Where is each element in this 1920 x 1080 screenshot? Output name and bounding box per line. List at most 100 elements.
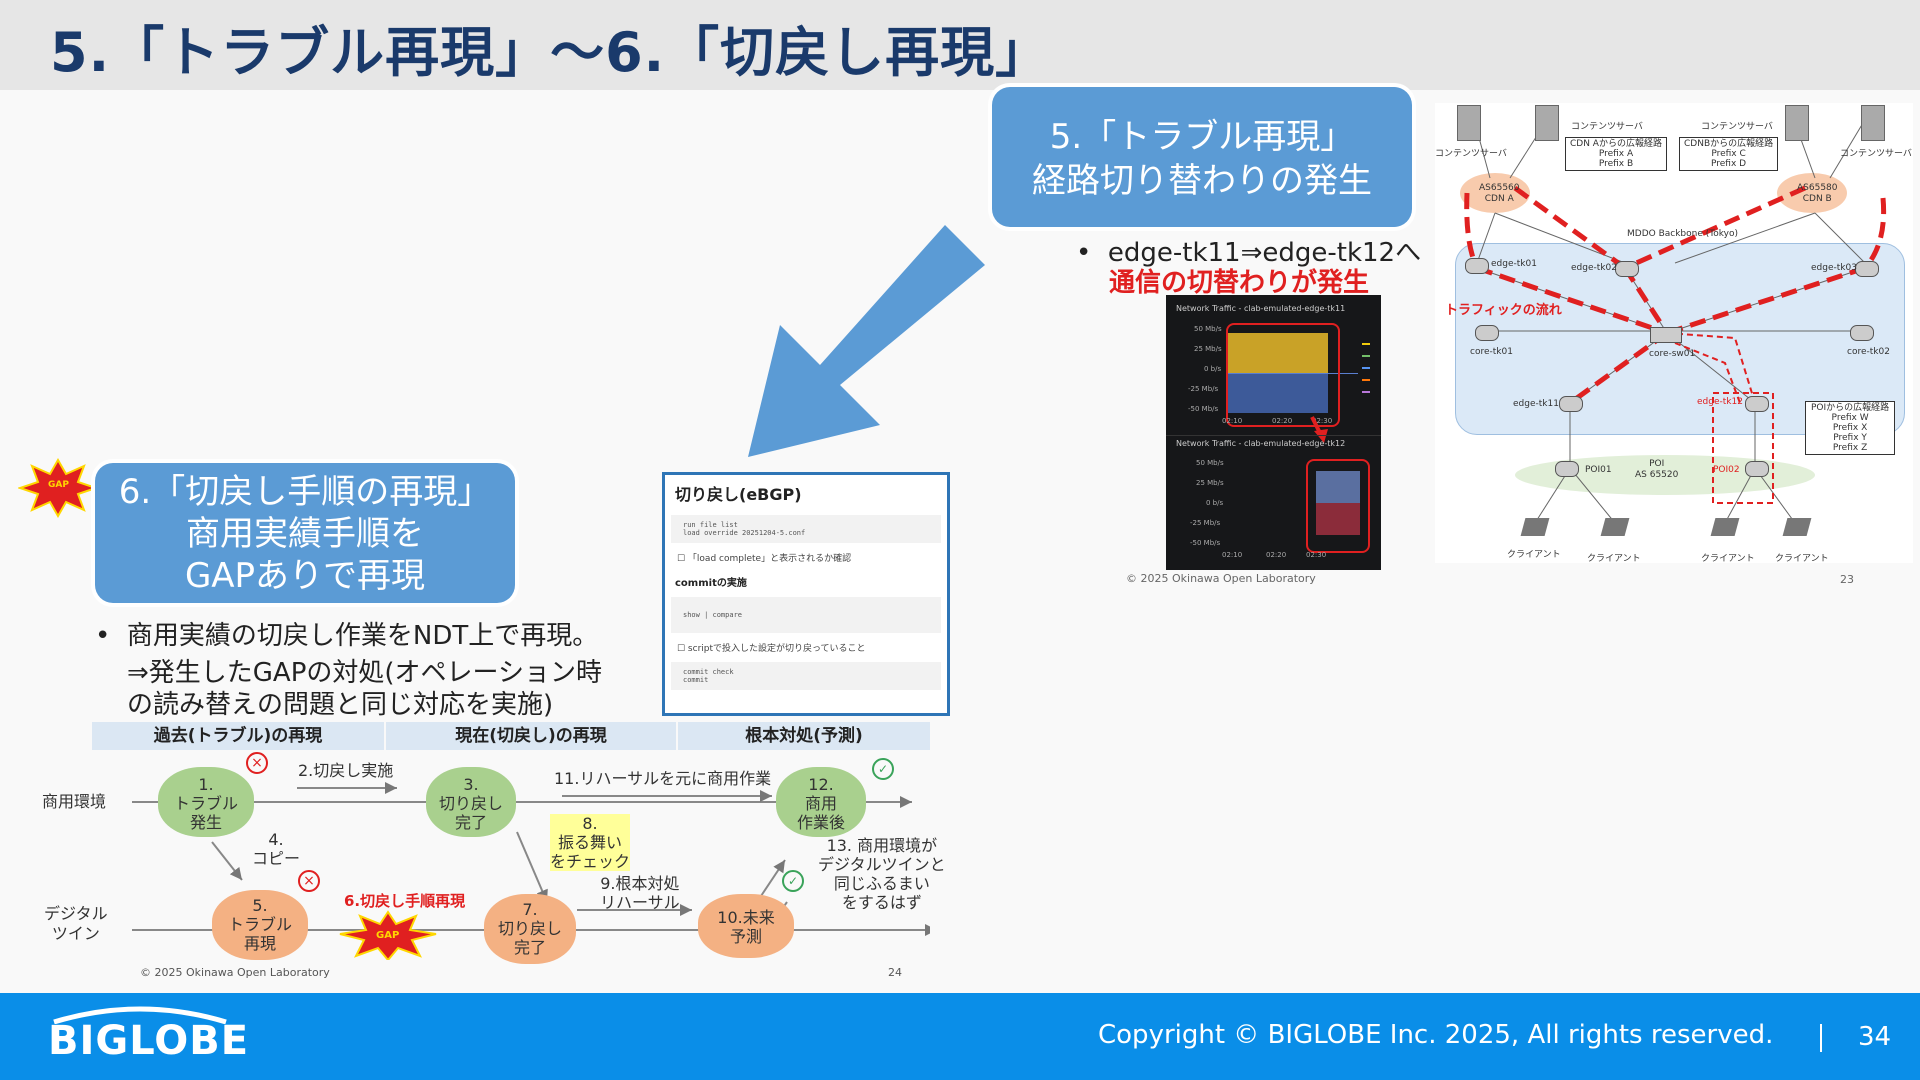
core-tk01-label: core-tk01 — [1470, 347, 1513, 357]
step-line: コピー — [252, 849, 300, 868]
chart2-highlight — [1306, 459, 1370, 553]
node-10-future-prediction: 10.未来予測 — [698, 894, 794, 958]
node-line: 作業後 — [776, 813, 866, 832]
callout-6-line3: GAPありで再現 — [95, 555, 515, 597]
chart2-ytick: -50 Mb/s — [1190, 539, 1220, 547]
chart1-legend — [1362, 343, 1370, 423]
poi-name: POI — [1635, 459, 1678, 470]
commit-heading: commitの実施 — [665, 572, 947, 597]
code-line: load override 20251204-5.conf — [683, 529, 929, 537]
node-line: 完了 — [426, 813, 516, 832]
client-label: クライアント — [1587, 551, 1641, 564]
flow-copyright: © 2025 Okinawa Open Laboratory — [140, 966, 330, 979]
traffic-copyright: © 2025 Okinawa Open Laboratory — [1126, 572, 1316, 585]
chart2-ytick: 50 Mb/s — [1196, 459, 1224, 467]
bullet-dot: • — [95, 621, 127, 651]
bullet-6-line3: の読み替えの問題と同じ対応を実施) — [127, 684, 553, 721]
chart-divider — [1166, 435, 1381, 436]
step-6: 6.切戻し手順再現 — [344, 890, 465, 911]
node-line: 完了 — [484, 938, 576, 957]
node-line: 切り戻し — [484, 919, 576, 938]
bullet-6: • 商用実績の切戻し作業をNDT上で再現。 — [95, 615, 598, 652]
cdn-b-label: AS65580CDN B — [1797, 183, 1838, 205]
chart1-xtick: 02:20 — [1272, 417, 1292, 425]
checklist-item[interactable]: ☐ 「load complete」と表示されるか確認 — [665, 543, 947, 572]
node-line: トラブル — [212, 915, 308, 934]
step-line: 振る舞い — [550, 833, 630, 852]
chart1-title: Network Traffic - clab-emulated-edge-tk1… — [1176, 304, 1345, 313]
code-block: run file list load override 20251204-5.c… — [671, 515, 941, 543]
edge-tk01-label: edge-tk01 — [1491, 259, 1537, 269]
switch-icon — [1650, 327, 1682, 343]
node-line: 予測 — [698, 927, 794, 946]
chart2-xtick: 02:30 — [1306, 551, 1326, 559]
rollback-title: 切り戻し(eBGP) — [665, 475, 947, 515]
chart2-ytick: 25 Mb/s — [1196, 479, 1224, 487]
rollback-procedure-card: 切り戻し(eBGP) run file list load override 2… — [662, 472, 950, 716]
step-8: 8.振る舞いをチェック — [550, 814, 630, 871]
traffic-charts-panel: Network Traffic - clab-emulated-edge-tk1… — [1166, 295, 1381, 570]
prefix: Prefix Y — [1811, 433, 1889, 443]
flow-page-number: 24 — [888, 966, 902, 979]
server-icon — [1861, 105, 1885, 141]
chart2-ytick: -25 Mb/s — [1190, 519, 1220, 527]
page-title: 5.「トラブル再現」〜6.「切戻し再現」 — [50, 8, 1050, 87]
backbone-label: MDDO Backbone (Tokyo) — [1627, 229, 1738, 239]
bullet-6-line1: 商用実績の切戻し作業をNDT上で再現。 — [127, 621, 598, 651]
as-number: AS65560 — [1479, 183, 1520, 194]
page-number: 34 — [1858, 1022, 1891, 1052]
node-line: 商用 — [776, 794, 866, 813]
check-icon: ✓ — [782, 870, 804, 892]
server-icon — [1535, 105, 1559, 141]
biglobe-logo: BIGLOBE — [48, 1018, 249, 1064]
node-line: 7. — [484, 900, 576, 919]
prefix: Prefix W — [1811, 413, 1889, 423]
edge-tk11-label: edge-tk11 — [1513, 399, 1559, 409]
router-icon — [1615, 261, 1639, 277]
chart1-ytick: 0 b/s — [1204, 365, 1221, 373]
node-line: 5. — [212, 896, 308, 915]
step-line: をするはず — [818, 893, 946, 912]
server-icon — [1785, 105, 1809, 141]
callout-rollback-reproduction: 6.「切戻し手順の再現」 商用実績手順を GAPありで再現 — [95, 463, 515, 603]
flow-diagram: 過去(トラブル)の再現 現在(切戻し)の再現 根本対処(予測) 商用環境 デジタ… — [92, 722, 930, 984]
code-line: commit — [683, 676, 929, 684]
prefix: Prefix D — [1684, 159, 1773, 169]
checklist-item[interactable]: ☐ scriptで投入した設定が切り戻っていること — [665, 633, 947, 662]
node-line: 3. — [426, 775, 516, 794]
step-line: 4. — [252, 830, 300, 849]
callout-5-line2: 経路切り替わりの発生 — [992, 159, 1412, 203]
chart2-xtick: 02:20 — [1266, 551, 1286, 559]
row-label-line: デジタル — [44, 904, 108, 924]
poi-route-title: POIからの広報経路 — [1811, 403, 1889, 413]
router-icon — [1475, 325, 1499, 341]
step-line: デジタルツインと — [818, 855, 946, 874]
poi-route-box: POIからの広報経路Prefix WPrefix XPrefix YPrefix… — [1805, 401, 1895, 455]
gap-badge-label: GAP — [376, 930, 399, 941]
gap-badge-label: GAP — [48, 480, 69, 490]
edge-tk03-label: edge-tk03 — [1811, 263, 1857, 273]
bullet-dot: • — [1076, 238, 1108, 268]
code-block: commit check commit — [671, 662, 941, 690]
chart1-ytick: 50 Mb/s — [1194, 325, 1222, 333]
poi-as: AS 65520 — [1635, 470, 1678, 481]
chart1-xtick: 02:10 — [1222, 417, 1242, 425]
step-line: 13. 商用環境が — [818, 836, 946, 855]
client-label: クライアント — [1775, 551, 1829, 564]
router-icon — [1850, 325, 1874, 341]
callout-trouble-reproduction: 5.「トラブル再現」 経路切り替わりの発生 — [992, 87, 1412, 227]
node-line: 発生 — [158, 813, 254, 832]
step-line: 同じふるまい — [818, 874, 946, 893]
content-server-label: コンテンツサーバ — [1571, 119, 1643, 132]
chart1-ytick: -50 Mb/s — [1188, 405, 1218, 413]
content-server-label: コンテンツサーバ — [1840, 146, 1912, 159]
step-2: 2.切戻し実施 — [298, 757, 393, 781]
node-1-trouble: 1.トラブル発生 — [158, 767, 254, 837]
laptop-icon — [1783, 518, 1812, 536]
prefix: Prefix A — [1570, 149, 1662, 159]
node-line: 再現 — [212, 934, 308, 953]
server-icon — [1457, 105, 1481, 141]
content-server-label: コンテンツサーバ — [1435, 146, 1507, 159]
